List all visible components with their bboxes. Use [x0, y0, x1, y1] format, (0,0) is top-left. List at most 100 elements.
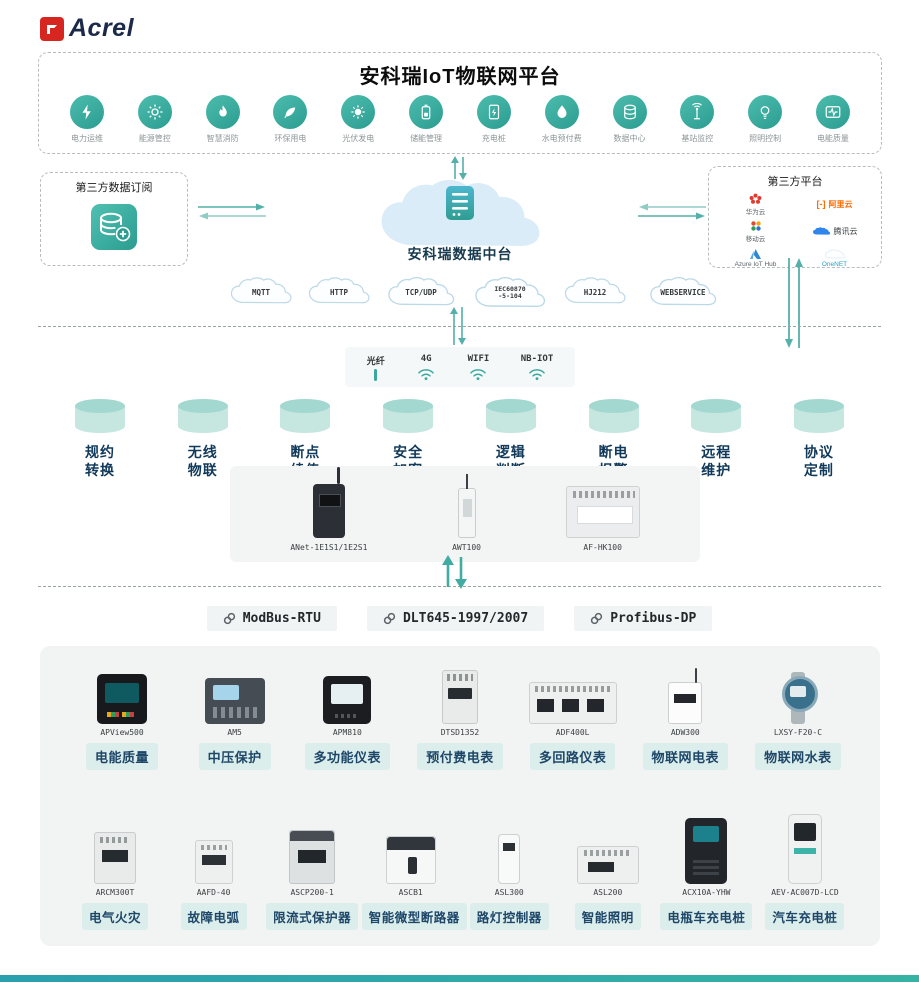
- left-right-arrows: [638, 203, 706, 220]
- app-pv: 光伏发电: [326, 95, 390, 144]
- protocol-chip-profibus: Profibus-DP: [574, 606, 713, 631]
- category-tag: 物联网水表: [755, 743, 841, 770]
- conn-wifi: WIFI: [468, 354, 489, 381]
- protocol-cloud-webservice: WEBSERVICE: [640, 276, 726, 310]
- products-box: APView500 电能质量 AM5 中压保护 APM810 多功能仪表 DTS…: [40, 646, 880, 946]
- link-icon: [383, 612, 396, 625]
- app-eco-power: 环保用电: [258, 95, 322, 144]
- cylinder-icon: [688, 398, 744, 436]
- protocol-cloud-http: HTTP: [306, 276, 372, 308]
- apview500-image: [97, 674, 147, 724]
- feature-remote-maintenance: 远程 维护: [680, 398, 752, 479]
- category-tag: 电能质量: [85, 743, 158, 770]
- product-adf400l: ADF400L 多回路仪表: [517, 662, 629, 770]
- aev-ac007d-lcd-image: [787, 814, 822, 884]
- feature-wireless-iot: 无线 物联: [167, 398, 239, 479]
- vendor-huawei-cloud: 华为云: [719, 192, 792, 216]
- app-fire-safety: 智慧消防: [191, 95, 255, 144]
- adw300-image: [668, 668, 703, 724]
- product-aafd-40: AAFD-40 故障电弧: [165, 810, 263, 930]
- anet-device-image: [312, 467, 345, 538]
- category-tag: 故障电弧: [180, 903, 247, 930]
- adf400l-image: [528, 682, 617, 724]
- flame-icon: [205, 95, 240, 129]
- platform-apps-row: 电力运维 能源管控 智慧消防 环保用电 光伏发电 储能管理 充电桩 水电预付费: [55, 95, 865, 144]
- protocol-cloud-iec60870: IEC60870 -5-104: [470, 276, 550, 312]
- third-party-subscribe-box: 第三方数据订阅: [40, 172, 188, 266]
- awt100-device-image: [457, 474, 476, 538]
- vendor-azure-iot-hub: Azure IoT Hub: [719, 246, 792, 270]
- dtsd1352-image: [441, 670, 478, 724]
- cylinder-icon: [791, 398, 847, 436]
- transport-protocols-row: MQTT HTTP TCP/UDP IEC60870 -5-104 HJ212 …: [228, 276, 726, 312]
- vendor-onenet: OneNET: [798, 246, 871, 270]
- dashed-divider: [38, 326, 881, 327]
- product-asl300: ASL300 路灯控制器: [460, 810, 558, 930]
- category-tag: 限流式保护器: [266, 903, 359, 930]
- cylinder-icon: [586, 398, 642, 436]
- app-power-quality: 电能质量: [801, 95, 865, 144]
- bulb-icon: [748, 95, 783, 129]
- protocol-cloud-mqtt: MQTT: [228, 276, 294, 308]
- cylinder-icon: [175, 398, 231, 436]
- azure-icon: [750, 249, 761, 259]
- tall-up-down-arrows: [785, 258, 803, 348]
- gateway-af-hk100: AF-HK100: [565, 486, 640, 552]
- droplet-icon: [544, 95, 579, 129]
- category-tag: 汽车充电桩: [765, 903, 845, 930]
- mobile-cloud-icon: [750, 220, 761, 231]
- tencent-cloud-icon: [812, 227, 831, 236]
- feature-protocol-conversion: 规约 转换: [64, 398, 136, 479]
- am5-image: [204, 678, 265, 724]
- category-tag: 路灯控制器: [469, 903, 549, 930]
- product-dtsd1352: DTSD1352 预付费电表: [404, 662, 516, 770]
- up-down-arrow: [451, 156, 467, 180]
- category-tag: 物联网电表: [642, 743, 729, 770]
- left-right-arrows: [198, 203, 266, 220]
- products-row-1: APView500 电能质量 AM5 中压保护 APM810 多功能仪表 DTS…: [66, 662, 854, 770]
- protocol-cloud-tcp-udp: TCP/UDP: [384, 276, 458, 310]
- wifi-icon: [527, 366, 547, 381]
- category-tag: 智能照明: [574, 903, 641, 930]
- apm810-image: [323, 676, 372, 724]
- category-tag: 电瓶车充电桩: [660, 903, 753, 930]
- cylinder-icon: [277, 398, 333, 436]
- cylinder-icon: [72, 398, 128, 436]
- vendor-mobile-cloud: 移动云: [719, 219, 792, 243]
- connectivity-bar: 光纤 4G WIFI NB-IOT: [345, 347, 575, 387]
- gateway-awt100: AWT100: [452, 474, 481, 552]
- asl200-image: [576, 846, 639, 884]
- protocol-chip-dlt645: DLT645-1997/2007: [366, 606, 545, 631]
- vendor-grid: 华为云 [-] 阿里云 移动云 腾讯云 Azure IoT Hub OneNET: [709, 189, 881, 274]
- waveform-icon: [815, 95, 850, 129]
- product-am5: AM5 中压保护: [179, 662, 291, 770]
- product-ascb1: ASCB1 智能微型断路器: [361, 810, 467, 930]
- app-data-center: 数据中心: [598, 95, 662, 144]
- platform-box: 安科瑞IoT物联网平台 电力运维 能源管控 智慧消防 环保用电 光伏发电 储能管…: [38, 52, 882, 154]
- category-tag: 智能微型断路器: [361, 903, 467, 930]
- wifi-icon: [468, 366, 488, 381]
- battery-icon: [409, 95, 444, 129]
- vendor-tencent-cloud: 腾讯云: [798, 219, 871, 243]
- protocol-chip-modbus: ModBus-RTU: [206, 606, 337, 631]
- gateway-anet: ANet-1E1S1/1E2S1: [290, 467, 367, 552]
- fiber-icon: [374, 368, 378, 381]
- product-asl200: ASL200 智能照明: [559, 810, 657, 930]
- category-tag: 多回路仪表: [529, 743, 616, 770]
- antenna-icon: [680, 95, 715, 129]
- acrel-logo-text: Acrel: [69, 14, 135, 42]
- product-adw300: ADW300 物联网电表: [629, 662, 741, 770]
- category-tag: 预付费电表: [417, 743, 503, 770]
- product-aev-ac007d-lcd: AEV-AC007D-LCD 汽车充电桩: [756, 810, 854, 930]
- conn-4g: 4G: [416, 354, 436, 381]
- data-hub-title: 安科瑞数据中台: [407, 246, 513, 262]
- charging-bolt-icon: [476, 95, 511, 129]
- third-party-platform-box: 第三方平台 华为云 [-] 阿里云 移动云 腾讯云 Azure IoT Hub …: [708, 166, 882, 268]
- onenet-cloud-icon: [824, 249, 846, 260]
- server-icon: [446, 186, 474, 220]
- af-hk100-device-image: [565, 486, 640, 538]
- gear-icon: [137, 95, 172, 129]
- huawei-cloud-icon: [749, 193, 762, 204]
- product-ascp200-1: ASCP200-1 限流式保护器: [263, 810, 361, 930]
- conn-nbiot: NB-IOT: [521, 354, 553, 381]
